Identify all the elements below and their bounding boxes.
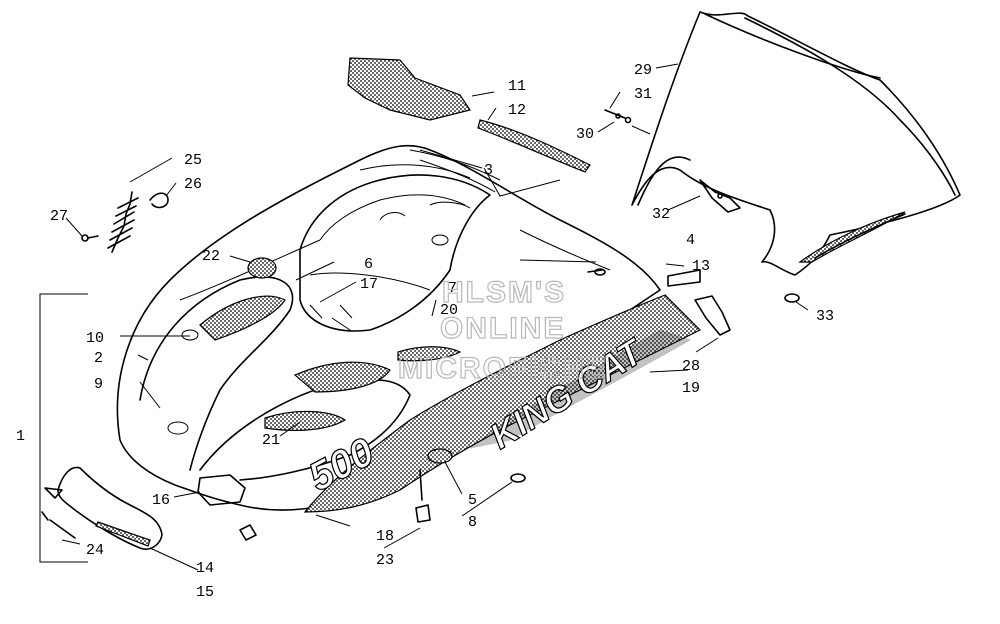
callout-23: 23 [376,552,394,569]
watermark-line-2: ONLINE [440,312,565,345]
hood [116,144,661,511]
callout-8: 8 [468,514,477,531]
callout-25: 25 [184,152,202,169]
callout-19: 19 [682,380,700,397]
vent-screen [347,57,471,121]
callout-10: 10 [86,330,104,347]
windshield-fasteners [604,109,741,213]
callout-31: 31 [634,86,652,103]
callout-22: 22 [202,248,220,265]
callout-30: 30 [576,126,594,143]
windshield-washer [784,293,800,303]
callout-14: 14 [196,560,214,577]
callout-11: 11 [508,78,526,95]
callout-15: 15 [196,584,214,601]
callout-21: 21 [262,432,280,449]
callout-5: 5 [468,492,477,509]
side-decal: 500 KING CAT [301,294,702,513]
callout-12: 12 [508,102,526,119]
callout-20: 20 [440,302,458,319]
callout-18: 18 [376,528,394,545]
vent-decal-lower [264,410,347,431]
lower-nose-piece [41,466,163,550]
callout-27: 27 [50,208,68,225]
callout-6: 6 [364,256,373,273]
callout-2: 2 [94,350,103,367]
watermark-line-1: HLSM'S [442,276,566,309]
top-vent-parts [347,57,591,193]
callout-26: 26 [184,176,202,193]
trim-strip [477,119,591,173]
spring-assembly [81,191,169,253]
callout-28: 28 [682,358,700,375]
callout-1: 1 [16,428,25,445]
callout-32: 32 [652,206,670,223]
vent-decal-small [247,257,277,279]
callout-13: 13 [692,258,710,275]
callout-9: 9 [94,376,103,393]
group-bracket [39,293,88,563]
callout-3: 3 [484,162,493,179]
vent-decal-center [293,361,391,393]
callout-4: 4 [686,232,695,249]
callout-24: 24 [86,542,104,559]
callout-labels: 1 2 3 4 5 6 7 8 9 10 11 12 13 14 15 16 1… [16,62,834,601]
vent-decal-upper-left [199,295,286,341]
callout-7: 7 [448,280,457,297]
watermark-line-3: MICROFICHE [398,352,608,385]
vent-decals [167,257,462,435]
callout-29: 29 [634,62,652,79]
callout-16: 16 [152,492,170,509]
windshield [631,11,961,303]
callout-17: 17 [360,276,378,293]
leader-lines [61,63,809,571]
watermark: HLSM'S ONLINE MICROFICHE [397,275,608,385]
callout-33: 33 [816,308,834,325]
